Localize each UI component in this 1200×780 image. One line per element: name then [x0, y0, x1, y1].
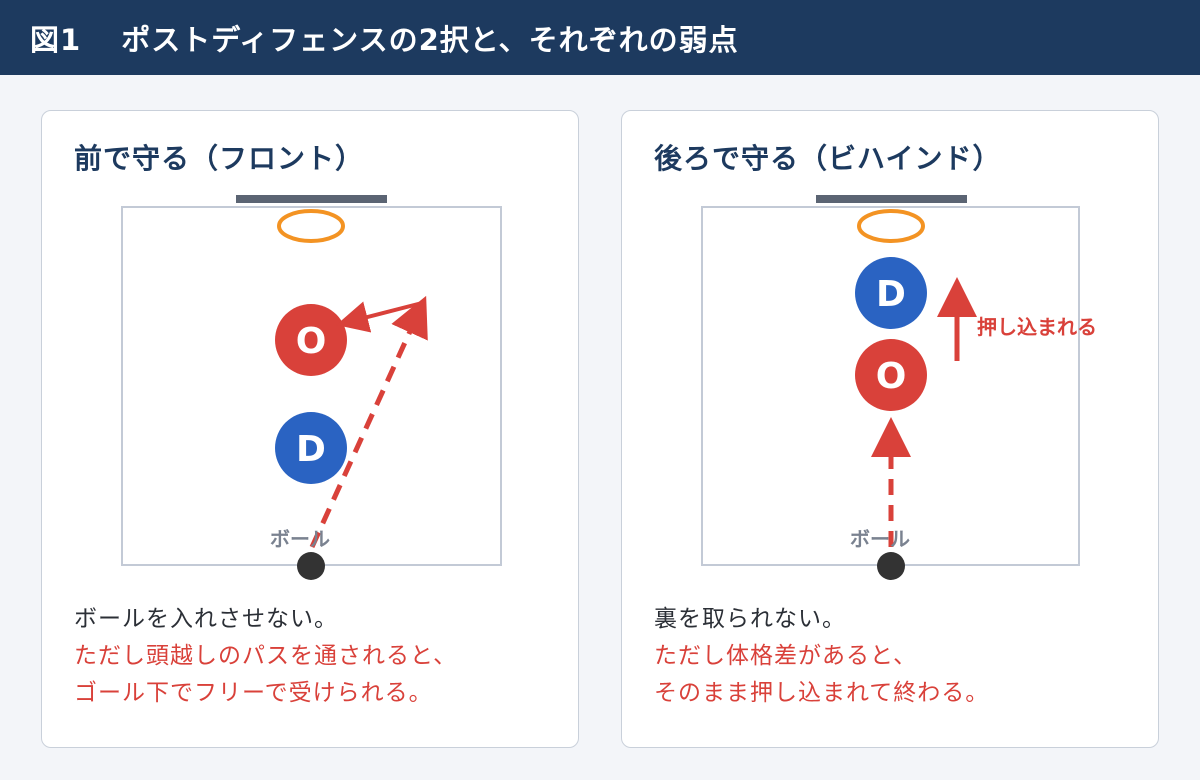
panel-behind-title: 後ろで守る（ビハインド） [654, 142, 1002, 175]
front-defense-player [275, 412, 347, 484]
panel-front-title: 前で守る（フロント） [74, 142, 365, 175]
front-defense-label: D [296, 429, 326, 470]
behind-defense-player [855, 257, 927, 329]
panel-behind: 後ろで守る（ビハインド） D O 押し込まれる ボール 裏を取られない。 ただし… [621, 110, 1159, 748]
behind-ball-label: ボール [850, 527, 910, 551]
panel-front: 前で守る（フロント） O D ボール ボールを入れさせない。 ただし頭越しのパス… [41, 110, 579, 748]
front-desc-weakness-2: ゴール下でフリーで受けられる。 [74, 680, 433, 706]
front-paint-area [121, 206, 502, 566]
behind-description: 裏を取られない。 ただし体格差があると、 そのまま押し込まれて終わる。 [654, 601, 989, 712]
behind-desc-strength: 裏を取られない。 [654, 606, 846, 632]
front-ball [297, 552, 325, 580]
front-cut-arrow [336, 301, 423, 333]
behind-backboard [816, 195, 967, 203]
front-court-diagram: O D ボール [121, 195, 502, 580]
behind-push-label: 押し込まれる [977, 315, 1097, 339]
front-offense-player [275, 304, 347, 376]
behind-desc-weakness-2: そのまま押し込まれて終わる。 [654, 680, 990, 706]
behind-desc-weakness-1: ただし体格差があると、 [654, 643, 918, 669]
figure-title: ポストディフェンスの2択と、それぞれの弱点 [121, 22, 739, 57]
front-desc-weakness-1: ただし頭越しのパスを通されると、 [74, 643, 458, 669]
behind-offense-player [855, 339, 927, 411]
front-rim [277, 209, 345, 243]
front-backboard [236, 195, 387, 203]
front-ball-label: ボール [270, 527, 330, 551]
front-desc-strength: ボールを入れさせない。 [74, 606, 338, 632]
front-offense-label: O [296, 321, 327, 362]
behind-ball [877, 552, 905, 580]
title-bar: 図1 ポストディフェンスの2択と、それぞれの弱点 [0, 0, 1200, 75]
behind-defense-label: D [876, 274, 906, 315]
behind-offense-label: O [876, 356, 907, 397]
behind-rim [857, 209, 925, 243]
front-description: ボールを入れさせない。 ただし頭越しのパスを通されると、 ゴール下でフリーで受け… [74, 601, 457, 712]
front-lob-pass-arrow [309, 295, 428, 549]
behind-court-diagram: D O 押し込まれる ボール [701, 195, 1097, 580]
figure-label: 図1 [30, 22, 82, 57]
